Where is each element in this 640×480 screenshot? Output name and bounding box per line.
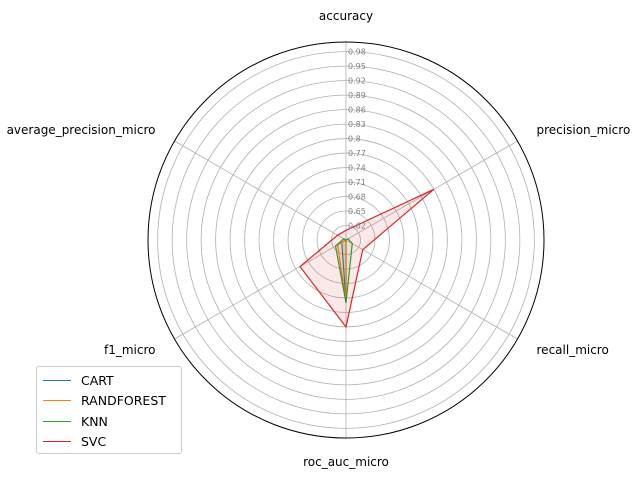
series-line	[299, 188, 435, 329]
radial-tick-label: 0.71	[348, 178, 366, 187]
legend-label: CART	[81, 372, 114, 388]
radar-series	[299, 188, 435, 329]
radial-tick-label: 0.92	[348, 77, 366, 86]
series-line	[334, 238, 353, 303]
legend-swatch	[43, 379, 71, 381]
axis-label: recall_micro	[537, 343, 609, 357]
radar-labels: 0.62 0.65 0.68 0.71 0.74 0.77 0.8 0.83 0.86 0.89 0…	[7, 9, 631, 469]
legend-label: KNN	[81, 413, 108, 429]
radial-tick-label: 0.65	[348, 207, 366, 216]
grid-spoke	[174, 239, 347, 340]
axis-label: accuracy	[319, 9, 373, 23]
legend: CART RANDFOREST KNN SVC	[36, 366, 182, 454]
legend-swatch	[43, 400, 71, 402]
series-fill	[300, 189, 434, 327]
radial-tick-label: 0.68	[348, 193, 366, 202]
outer-frame	[147, 41, 545, 439]
radial-tick-label: 0.95	[348, 62, 366, 71]
legend-label: RANDFOREST	[81, 393, 166, 409]
radial-tick-label: 0.77	[348, 149, 366, 158]
legend-item: SVC	[43, 432, 181, 453]
legend-item: KNN	[43, 411, 181, 432]
radial-tick-label: 0.89	[348, 91, 366, 100]
radial-tick-label: 0.98	[348, 48, 366, 57]
axis-label: precision_micro	[537, 123, 631, 137]
radial-tick-label: 0.8	[348, 135, 361, 144]
legend-label: SVC	[81, 434, 107, 450]
axis-label: average_precision_micro	[7, 123, 156, 137]
legend-item: CART	[43, 370, 181, 391]
radial-tick-label: 0.86	[348, 106, 366, 115]
axis-label: f1_micro	[104, 343, 156, 357]
series-fill	[335, 238, 353, 303]
radial-tick-label: 0.62	[348, 222, 366, 231]
radial-tick-label: 0.74	[348, 164, 366, 173]
legend-swatch	[43, 420, 71, 422]
legend-item: RANDFOREST	[43, 391, 181, 412]
series-line	[336, 238, 347, 303]
axis-label: roc_auc_micro	[303, 455, 389, 469]
grid-spoke	[345, 239, 518, 340]
legend-swatch	[43, 441, 71, 443]
grid-spoke	[174, 140, 347, 241]
radial-tick-label: 0.83	[348, 120, 366, 129]
